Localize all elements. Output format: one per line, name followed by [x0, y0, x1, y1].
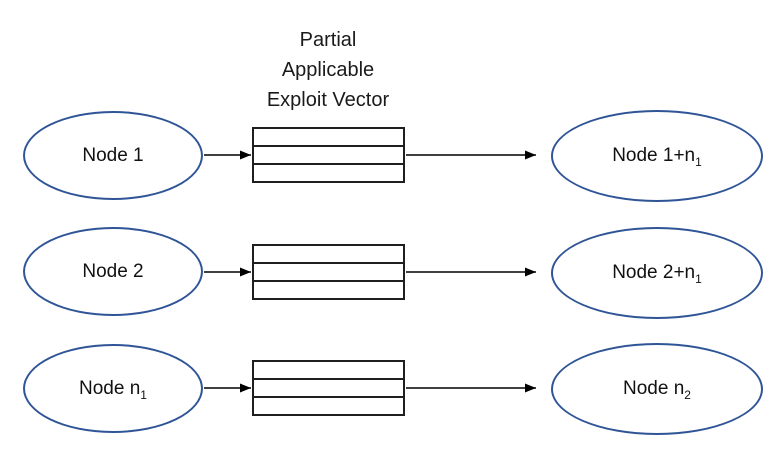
- vector-cell: [254, 246, 403, 262]
- node-label: Node n2: [623, 378, 691, 402]
- exploit-vector-stack-2: [252, 244, 405, 300]
- node-label-text: Node 1: [82, 144, 144, 166]
- node-label-sub: 2: [684, 387, 691, 402]
- title-line-3: Exploit Vector: [266, 89, 390, 111]
- node-label-text: Node 2+n: [612, 262, 696, 283]
- node-label-sub: 1: [140, 387, 147, 402]
- node-label-text: Node n: [79, 377, 141, 399]
- node-label-text: Node 1+n: [612, 145, 696, 166]
- node-ellipse-left-2: Node 2: [23, 227, 203, 316]
- exploit-vector-stack-1: [252, 127, 405, 183]
- title-line-2: Applicable: [281, 59, 375, 81]
- vector-cell: [254, 262, 403, 280]
- vector-cell: [254, 362, 403, 378]
- vector-cell: [254, 129, 403, 145]
- node-label-sub: 1: [695, 271, 702, 286]
- vector-cell: [254, 396, 403, 414]
- vector-cell: [254, 145, 403, 163]
- vector-cell: [254, 378, 403, 396]
- node-ellipse-right-3: Node n2: [551, 343, 763, 435]
- title-line-1: Partial: [299, 29, 357, 51]
- node-ellipse-left-1: Node 1: [23, 111, 203, 200]
- node-label: Node 2: [82, 261, 143, 283]
- node-label: Node n1: [79, 377, 147, 402]
- node-label: Node 2+n1: [612, 262, 702, 286]
- diagram-title: Partial Applicable Exploit Vector: [218, 25, 438, 115]
- exploit-vector-stack-3: [252, 360, 405, 416]
- node-label-sub: 1: [695, 154, 702, 169]
- vector-cell: [254, 280, 403, 298]
- node-ellipse-left-3: Node n1: [23, 344, 203, 433]
- node-label-text: Node n: [623, 378, 685, 399]
- vector-cell: [254, 163, 403, 181]
- node-label: Node 1+n1: [612, 145, 702, 169]
- node-ellipse-right-2: Node 2+n1: [551, 227, 763, 319]
- node-ellipse-right-1: Node 1+n1: [551, 110, 763, 202]
- node-label-text: Node 2: [82, 260, 144, 282]
- node-label: Node 1: [82, 145, 143, 167]
